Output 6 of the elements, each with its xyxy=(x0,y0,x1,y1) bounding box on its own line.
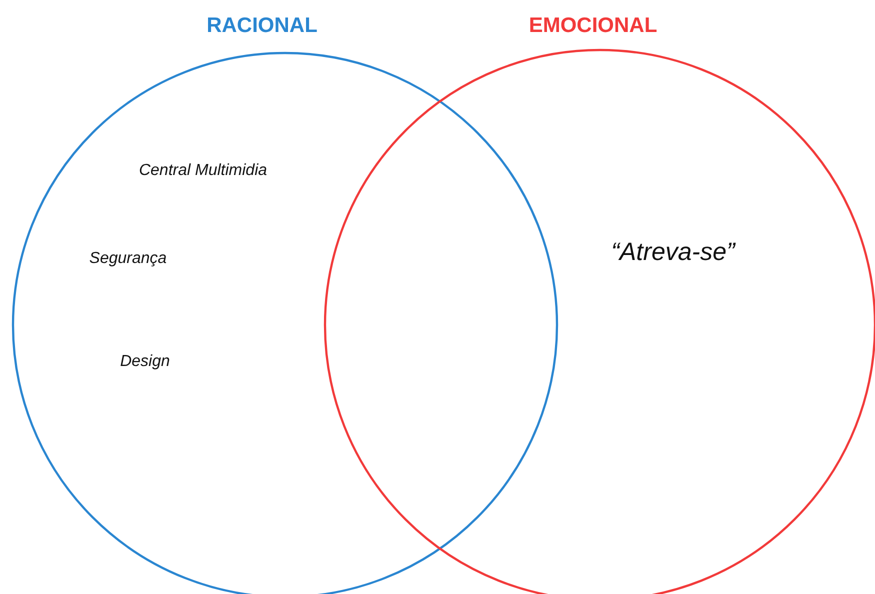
item-text: Central Multimidia xyxy=(138,162,268,180)
item-text: Segurança xyxy=(89,250,167,268)
item-text: “Atreva-se” xyxy=(611,238,735,267)
circle-heading: EMOCIONAL xyxy=(528,14,658,38)
item-text: Design xyxy=(120,353,170,371)
circle-heading: RACIONAL xyxy=(206,14,318,38)
